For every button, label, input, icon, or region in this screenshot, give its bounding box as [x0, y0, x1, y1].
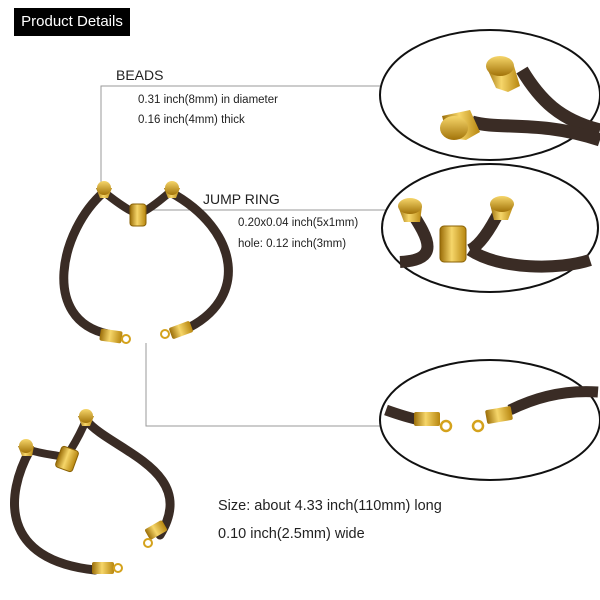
- small-end-cap-right: [145, 520, 167, 540]
- main-cord: [59, 187, 113, 339]
- size-length: Size: about 4.33 inch(110mm) long: [218, 498, 442, 514]
- small-jump-ring: [55, 445, 79, 473]
- beads-leader-line: [100, 85, 384, 190]
- leader-lines: [100, 85, 386, 427]
- zoom-circle-beads: [379, 29, 600, 161]
- zoom-circle-jump-ring: [381, 163, 599, 293]
- main-bracelet: [59, 181, 233, 344]
- jump-ring-hole: hole: 0.12 inch(3mm): [238, 238, 347, 250]
- main-jump-ring: [129, 203, 147, 227]
- beads-thickness: 0.16 inch(4mm) thick: [138, 114, 245, 126]
- zoom-circle-end-caps: [379, 359, 600, 481]
- main-end-cap-left: [99, 328, 123, 344]
- main-end-cap-right: [169, 321, 193, 339]
- jump-ring-dimensions: 0.20x0.04 inch(5x1mm): [238, 217, 359, 229]
- product-details-badge: Product Details: [14, 8, 130, 36]
- jump-ring-heading: JUMP RING: [203, 191, 280, 207]
- size-width: 0.10 inch(2.5mm) wide: [218, 526, 365, 542]
- beads-heading: BEADS: [116, 67, 164, 83]
- small-end-cap-left: [92, 562, 114, 574]
- beads-diameter: 0.31 inch(8mm) in diameter: [138, 94, 278, 106]
- end-cap-leader-line: [145, 343, 384, 427]
- small-bracelet: [10, 409, 175, 575]
- main-cord-right: [165, 187, 233, 335]
